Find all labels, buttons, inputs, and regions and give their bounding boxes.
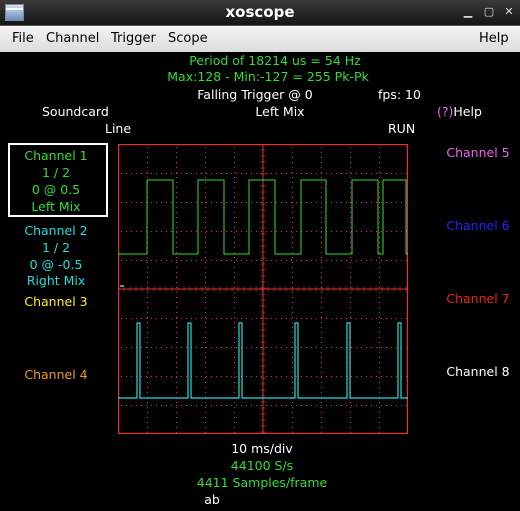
scope-display[interactable] [118, 144, 408, 434]
trigger-source-label[interactable]: Left Mix [255, 104, 305, 119]
channel-2-source: Right Mix [26, 273, 86, 288]
maximize-icon[interactable]: ▢ [483, 5, 495, 18]
close-icon[interactable]: ✕ [504, 5, 514, 18]
menu-scope[interactable]: Scope [168, 31, 208, 46]
status-text: ab [204, 492, 220, 507]
channel-1-position: 0 @ 0.5 [31, 182, 81, 197]
fps-readout: fps: 10 [378, 87, 421, 102]
channel-2-position: 0 @ -0.5 [29, 257, 83, 272]
channel-2-scale: 1 / 2 [41, 240, 71, 255]
channel-1-label[interactable]: Channel 1 [24, 148, 88, 163]
source-label[interactable]: Soundcard [42, 104, 109, 119]
help-link[interactable]: (?)Help [437, 104, 482, 119]
window-title: xoscope [225, 3, 295, 21]
menu-channel[interactable]: Channel [46, 31, 100, 46]
minimize-icon[interactable]: ▁ [463, 5, 473, 18]
channel-1-selected-frame [8, 143, 108, 217]
channel-2-trace [118, 322, 408, 399]
trigger-readout[interactable]: Falling Trigger @ 0 [197, 87, 313, 102]
menu-help[interactable]: Help [479, 31, 509, 46]
channel-3-label[interactable]: Channel 3 [24, 294, 88, 309]
channel-4-label[interactable]: Channel 4 [24, 367, 88, 382]
channel-8-label[interactable]: Channel 8 [446, 364, 510, 379]
channel-2-label[interactable]: Channel 2 [24, 223, 88, 238]
channel-5-label[interactable]: Channel 5 [446, 145, 510, 160]
sample-rate[interactable]: 44100 S/s [230, 458, 294, 473]
run-state[interactable]: RUN [388, 121, 416, 136]
channel-6-label[interactable]: Channel 6 [446, 218, 510, 233]
channel-1-scale: 1 / 2 [41, 165, 71, 180]
time-per-div[interactable]: 10 ms/div [231, 441, 293, 456]
channel-1-source: Left Mix [31, 199, 81, 214]
graticule-border [118, 144, 408, 434]
menu-bar: File Channel Trigger Scope Help [0, 26, 520, 52]
menu-file[interactable]: File [12, 31, 34, 46]
window-menu-icon[interactable] [5, 4, 24, 21]
peak-readout: Max:128 - Min:-127 = 255 Pk-Pk [167, 69, 369, 84]
menu-trigger[interactable]: Trigger [111, 31, 156, 46]
input-label[interactable]: Line [105, 121, 132, 136]
period-readout: Period of 18214 us = 54 Hz [189, 53, 361, 68]
title-bar[interactable]: xoscope ▁ ▢ ✕ [0, 0, 520, 26]
samples-per-frame[interactable]: 4411 Samples/frame [196, 475, 328, 490]
graticule-dots [118, 144, 407, 433]
channel-7-label[interactable]: Channel 7 [446, 291, 510, 306]
channel-1-trace [118, 179, 408, 255]
